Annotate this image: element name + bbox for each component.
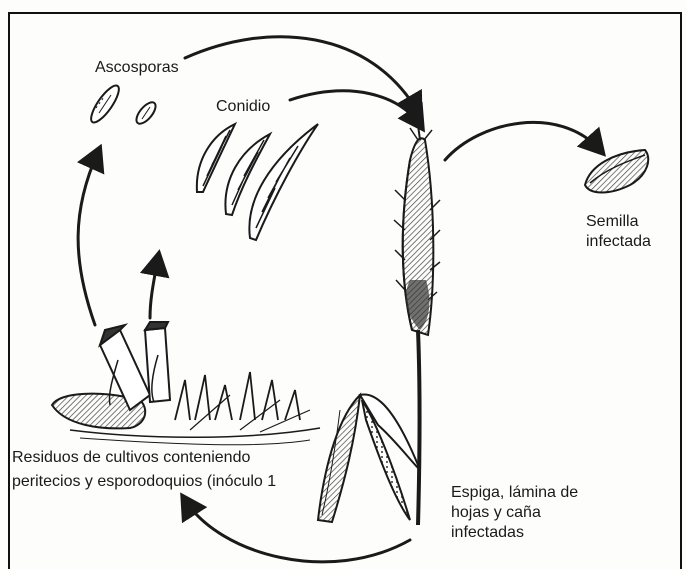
crop-residue-illustration	[52, 322, 320, 445]
label-conidio: Conidio	[216, 97, 270, 117]
arrow-residue-to-conidia	[150, 258, 158, 318]
label-espiga-infectadas: Espiga, lámina de hojas y caña infectada…	[451, 483, 578, 543]
arrow-residue-to-ascospores	[78, 152, 98, 325]
arrow-spike-to-seed	[445, 122, 600, 160]
arrow-conidia-to-spike	[290, 91, 420, 125]
label-semilla-infectada: Semilla infectada	[586, 212, 651, 252]
infected-seed-illustration	[585, 150, 648, 193]
arrow-infected-to-residue	[185, 500, 410, 562]
label-residuos: Residuos de cultivos conteniendo peritec…	[12, 446, 276, 494]
ascospores-illustration	[87, 82, 159, 127]
label-ascosporas: Ascosporas	[95, 58, 179, 78]
conidia-illustration	[197, 124, 318, 240]
infected-leaves-illustration	[318, 394, 420, 522]
